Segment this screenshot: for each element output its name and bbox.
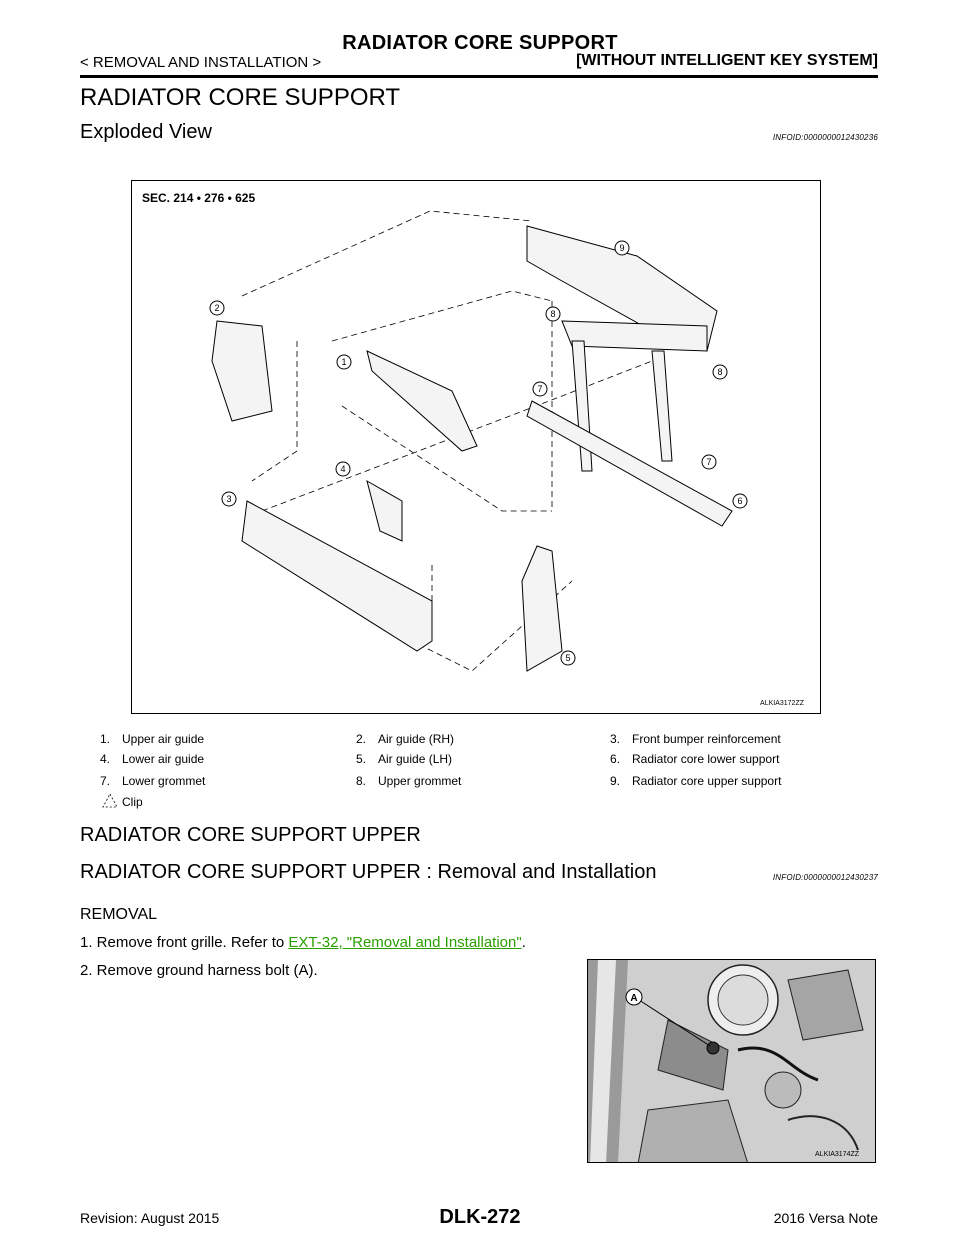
photo-callout-a: A <box>630 993 637 1004</box>
ground-harness-photo: A ALKIA3174ZZ <box>587 959 876 1163</box>
callout-2: 2 <box>214 303 219 313</box>
callout-4: 4 <box>340 464 345 474</box>
system-variant-label: [WITHOUT INTELLIGENT KEY SYSTEM] <box>576 52 878 69</box>
legend-item: 1.Upper air guide <box>100 732 205 746</box>
infoid-label: INFOID:0000000012430236 <box>772 133 878 142</box>
infoid-label: INFOID:0000000012430237 <box>772 873 878 882</box>
legend-item: 4.Lower air guide <box>100 752 205 766</box>
legend-item: 8.Upper grommet <box>356 774 462 788</box>
callout-7a: 7 <box>537 384 542 394</box>
engine-bay-illustration: A <box>588 960 875 1162</box>
ext-32-link[interactable]: EXT-32, "Removal and Installation" <box>288 934 522 951</box>
callout-5: 5 <box>565 653 570 663</box>
clip-icon <box>102 793 118 808</box>
legend-item: 5.Air guide (LH) <box>356 752 453 766</box>
step-1: 1. Remove front grille. Refer to EXT-32,… <box>80 934 526 951</box>
procedure-heading: RADIATOR CORE SUPPORT UPPER : Removal an… <box>80 861 657 883</box>
callout-1: 1 <box>341 357 346 367</box>
figure-code: ALKIA3174ZZ <box>815 1151 859 1158</box>
legend-item: 9.Radiator core upper support <box>610 774 782 788</box>
header-rule <box>80 75 878 78</box>
legend-item: 2.Air guide (RH) <box>356 732 455 746</box>
section-title: RADIATOR CORE SUPPORT <box>80 84 401 111</box>
revision-label: Revision: August 2015 <box>80 1210 220 1226</box>
exploded-view-heading: Exploded View <box>80 121 212 143</box>
callout-6: 6 <box>737 496 742 506</box>
model-label: 2016 Versa Note <box>773 1210 878 1226</box>
subsection-title: RADIATOR CORE SUPPORT UPPER <box>80 824 421 846</box>
callout-8a: 8 <box>550 309 555 319</box>
page-header-title: RADIATOR CORE SUPPORT <box>342 32 618 54</box>
legend-item: 6.Radiator core lower support <box>610 752 780 766</box>
callout-8b: 8 <box>717 367 722 377</box>
figure-code: ALKIA3172ZZ <box>760 700 804 707</box>
sec-label: SEC. 214 • 276 • 625 <box>142 191 256 205</box>
page-number: DLK-272 <box>439 1206 521 1228</box>
callout-3: 3 <box>226 494 231 504</box>
step-2: 2. Remove ground harness bolt (A). <box>80 962 318 979</box>
breadcrumb: < REMOVAL AND INSTALLATION > <box>80 54 322 71</box>
legend-item: 7.Lower grommet <box>100 774 206 788</box>
removal-label: REMOVAL <box>80 906 158 923</box>
exploded-view-figure: 1 2 3 4 5 6 7 7 8 8 9 SEC. 214 • 276 • 6… <box>131 180 821 714</box>
callout-9: 9 <box>619 243 624 253</box>
legend-clip-item: Clip <box>100 793 350 813</box>
exploded-view-drawing: 1 2 3 4 5 6 7 7 8 8 9 <box>209 210 748 672</box>
legend-item: 3.Front bumper reinforcement <box>610 732 781 746</box>
callout-7b: 7 <box>706 457 711 467</box>
